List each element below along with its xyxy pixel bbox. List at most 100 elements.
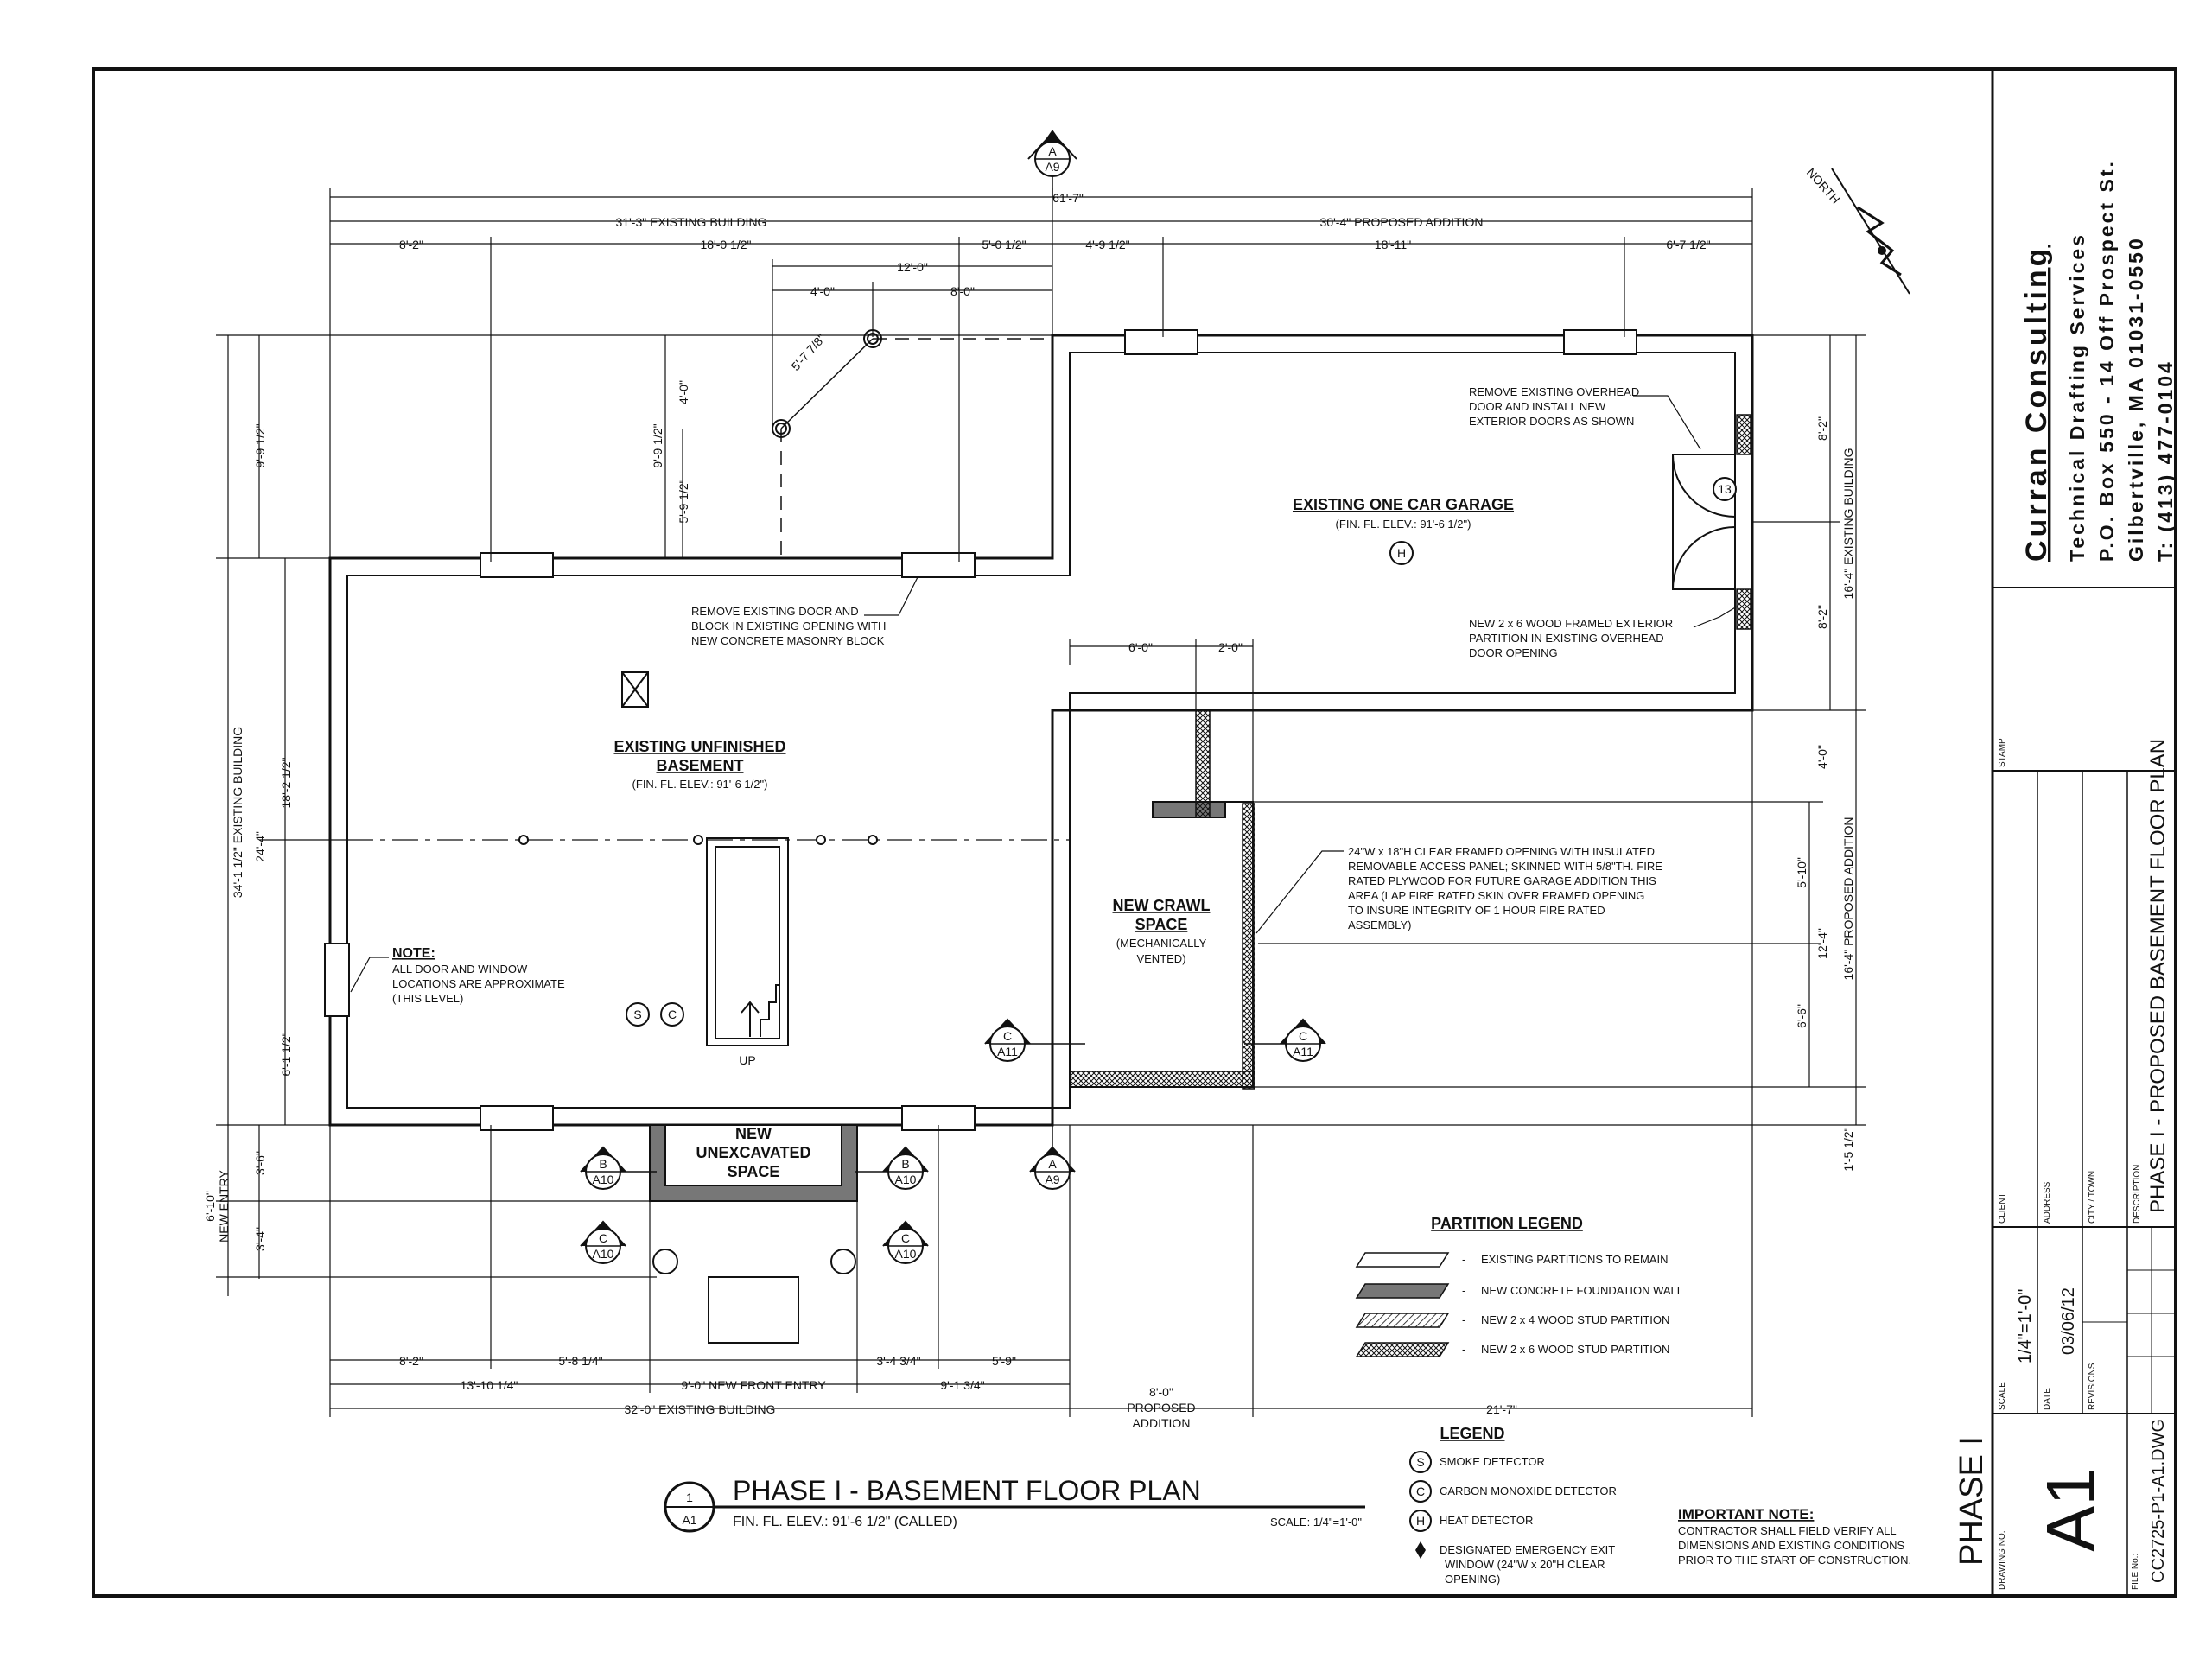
svg-text:NEW CONCRETE MASONRY BLOCK: NEW CONCRETE MASONRY BLOCK xyxy=(691,634,885,647)
note-remove-door: REMOVE EXISTING DOOR AND BLOCK IN EXISTI… xyxy=(691,576,918,647)
svg-text:24"W x 18"H CLEAR FRAMED OPENI: 24"W x 18"H CLEAR FRAMED OPENING WITH IN… xyxy=(1348,845,1655,858)
svg-text:PARTITION LEGEND: PARTITION LEGEND xyxy=(1431,1215,1583,1232)
svg-text:HEAT DETECTOR: HEAT DETECTOR xyxy=(1440,1514,1533,1527)
svg-text:12'-4": 12'-4" xyxy=(1815,928,1829,959)
scale-label: SCALE xyxy=(1998,1382,2007,1410)
svg-text:18'-2 1/2": 18'-2 1/2" xyxy=(279,757,293,808)
door-tag: 13 xyxy=(1713,477,1737,501)
city-label: CITY / TOWN xyxy=(2088,1171,2097,1224)
svg-text:18'-0 1/2": 18'-0 1/2" xyxy=(700,238,751,251)
firm-address: P.O. Box 550 - 14 Off Prospect St. xyxy=(2095,159,2118,562)
entry-step xyxy=(708,1276,799,1344)
svg-text:C: C xyxy=(1299,1029,1307,1043)
svg-text:CONTRACTOR SHALL FIELD VERIFY: CONTRACTOR SHALL FIELD VERIFY ALL xyxy=(1678,1524,1897,1537)
title-block: Curran Consulting Technical Drafting Ser… xyxy=(1954,69,2177,1596)
chimney xyxy=(621,671,649,708)
unexcavated-label-1: NEW xyxy=(735,1125,772,1142)
svg-text:32'-0" EXISTING BUILDING: 32'-0" EXISTING BUILDING xyxy=(625,1402,776,1416)
firm-service: Technical Drafting Services xyxy=(2066,232,2088,562)
svg-text:A10: A10 xyxy=(895,1173,917,1186)
svg-text:NEW CONCRETE FOUNDATION WALL: NEW CONCRETE FOUNDATION WALL xyxy=(1481,1284,1683,1297)
note-access-panel: 24"W x 18"H CLEAR FRAMED OPENING WITH IN… xyxy=(1255,845,1662,934)
svg-text:8'-2": 8'-2" xyxy=(1815,605,1829,629)
svg-text:ADDITION: ADDITION xyxy=(1133,1416,1191,1430)
co-detector-icon: C xyxy=(660,1002,684,1027)
svg-text:RATED PLYWOOD FOR FUTURE GARAG: RATED PLYWOOD FOR FUTURE GARAGE ADDITION… xyxy=(1348,874,1656,887)
svg-text:9'-0" NEW FRONT ENTRY: 9'-0" NEW FRONT ENTRY xyxy=(681,1378,826,1392)
firm-city: Gilbertville, MA 01031-0550 xyxy=(2125,236,2147,562)
windows xyxy=(324,329,1637,1131)
svg-text:NEW 2 x 6 WOOD STUD PARTITION: NEW 2 x 6 WOOD STUD PARTITION xyxy=(1481,1343,1669,1356)
crawl-label-3: (MECHANICALLY xyxy=(1116,937,1207,950)
svg-text:A9: A9 xyxy=(1045,1173,1059,1186)
section-tag-c-a10-right: C A10 xyxy=(882,1220,929,1264)
svg-text:C: C xyxy=(1416,1484,1425,1498)
svg-text:C: C xyxy=(1003,1029,1012,1043)
svg-text:6'-7 1/2": 6'-7 1/2" xyxy=(1666,238,1710,251)
svg-text:6'-6": 6'-6" xyxy=(1795,1004,1808,1028)
svg-text:A11: A11 xyxy=(1293,1045,1313,1058)
unexcavated-label-2: UNEXCAVATED xyxy=(696,1144,810,1161)
file-no: CC2725-P1-A1.DWG xyxy=(2149,1419,2168,1583)
svg-text:TO INSURE INTEGRITY OF 1 HOUR: TO INSURE INTEGRITY OF 1 HOUR FIRE RATED xyxy=(1348,904,1605,917)
note-new-partition: NEW 2 x 6 WOOD FRAMED EXTERIOR PARTITION… xyxy=(1469,606,1738,659)
beam-line xyxy=(347,835,1070,845)
basement-elevation: (FIN. FL. ELEV.: 91'-6 1/2") xyxy=(632,778,768,791)
svg-text:C: C xyxy=(901,1231,910,1245)
svg-text:18'-11": 18'-11" xyxy=(1375,238,1411,251)
svg-text:9'-1 3/4": 9'-1 3/4" xyxy=(940,1378,984,1392)
basement-label-1: EXISTING UNFINISHED xyxy=(613,738,785,755)
svg-text:-: - xyxy=(1462,1343,1465,1356)
svg-text:13: 13 xyxy=(1718,482,1732,496)
svg-text:3'-6": 3'-6" xyxy=(253,1151,267,1175)
heat-detector-icon: H xyxy=(1389,541,1414,565)
svg-text:PRIOR TO THE START OF CONSTRUC: PRIOR TO THE START OF CONSTRUCTION. xyxy=(1678,1554,1911,1567)
address-label: ADDRESS xyxy=(2043,1181,2052,1224)
svg-text:WINDOW (24"W x 20"H CLEAR: WINDOW (24"W x 20"H CLEAR xyxy=(1445,1558,1605,1571)
svg-text:3'-4 3/4": 3'-4 3/4" xyxy=(876,1354,920,1368)
svg-text:A10: A10 xyxy=(895,1247,917,1261)
drawing-title: 1 A1 PHASE I - BASEMENT FLOOR PLAN FIN. … xyxy=(664,1475,1365,1533)
svg-text:4'-0": 4'-0" xyxy=(1815,745,1829,769)
svg-text:24'-4": 24'-4" xyxy=(253,831,267,862)
svg-text:SMOKE DETECTOR: SMOKE DETECTOR xyxy=(1440,1455,1545,1468)
smoke-detector-icon: S xyxy=(626,1002,650,1027)
svg-text:B: B xyxy=(599,1157,607,1171)
svg-text:H: H xyxy=(1397,546,1406,560)
svg-text:IMPORTANT NOTE:: IMPORTANT NOTE: xyxy=(1678,1506,1814,1522)
phase-label: PHASE I xyxy=(1954,1436,1990,1566)
svg-text:4'-0": 4'-0" xyxy=(677,380,690,404)
svg-text:ASSEMBLY): ASSEMBLY) xyxy=(1348,918,1411,931)
north-arrow: NORTH xyxy=(1804,165,1910,295)
svg-text:-: - xyxy=(1462,1284,1465,1297)
dimension-text: 61'-7" 31'-3" EXISTING BUILDING 30'-4" P… xyxy=(203,191,1855,1430)
section-tag-c-a11-left: C A11 xyxy=(984,1018,1085,1062)
date-label: DATE xyxy=(2043,1388,2052,1410)
crawl-label-4: VENTED) xyxy=(1136,952,1185,965)
svg-text:1: 1 xyxy=(686,1491,693,1504)
symbol-legend: LEGEND S SMOKE DETECTOR C CARBON MONOXID… xyxy=(1409,1425,1617,1586)
svg-text:3'-4": 3'-4" xyxy=(253,1227,267,1251)
walls xyxy=(328,334,1754,1127)
svg-text:8'-0": 8'-0" xyxy=(950,284,975,298)
svg-text:LOCATIONS ARE APPROXIMATE: LOCATIONS ARE APPROXIMATE xyxy=(392,977,565,990)
svg-text:ALL DOOR AND WINDOW: ALL DOOR AND WINDOW xyxy=(392,963,528,976)
svg-text:9'-9 1/2": 9'-9 1/2" xyxy=(651,423,664,467)
svg-text:30'-4" PROPOSED ADDITION: 30'-4" PROPOSED ADDITION xyxy=(1320,215,1484,229)
firm-phone: T: (413) 477-0104 xyxy=(2154,359,2177,562)
drawing-scale: SCALE: 1/4"=1'-0" xyxy=(1270,1516,1362,1529)
svg-text:(THIS LEVEL): (THIS LEVEL) xyxy=(392,992,463,1005)
svg-text:NEW 2 x 4 WOOD STUD PARTITION: NEW 2 x 4 WOOD STUD PARTITION xyxy=(1481,1313,1669,1326)
svg-text:C: C xyxy=(599,1231,607,1245)
crawl-partition xyxy=(1069,414,1751,1090)
revisions-label: REVISIONS xyxy=(2088,1363,2097,1410)
svg-text:LEGEND: LEGEND xyxy=(1440,1425,1504,1442)
note-remove-overhead: REMOVE EXISTING OVERHEAD DOOR AND INSTAL… xyxy=(1469,385,1701,450)
svg-text:34'-1 1/2" EXISTING BUILDING: 34'-1 1/2" EXISTING BUILDING xyxy=(231,727,245,898)
stair xyxy=(706,837,789,1046)
client-label: CLIENT xyxy=(1998,1192,2007,1224)
north-label: NORTH xyxy=(1804,165,1843,207)
section-tag-a9-bottom: A A9 xyxy=(1029,1123,1076,1190)
svg-text:BLOCK IN EXISTING OPENING WITH: BLOCK IN EXISTING OPENING WITH xyxy=(691,620,886,632)
firm-name: Curran Consulting xyxy=(2020,245,2053,562)
